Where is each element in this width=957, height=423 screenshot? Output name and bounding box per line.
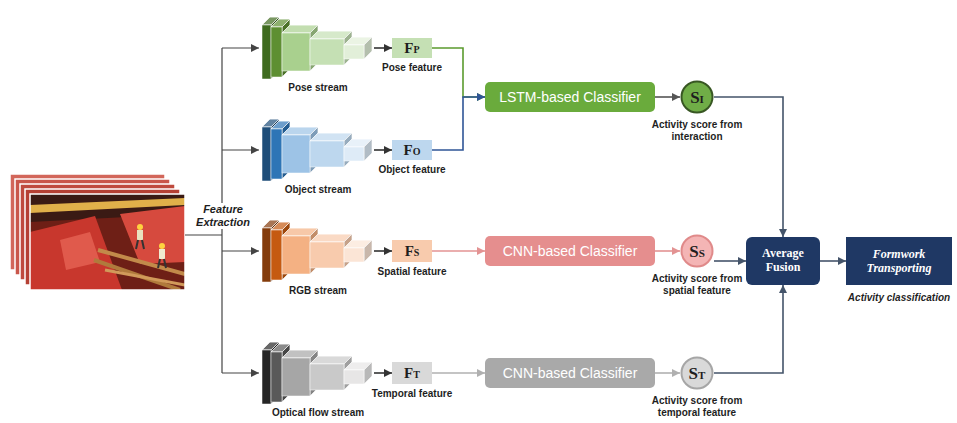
block-face [364,362,372,384]
connector [432,97,485,150]
feature-extraction-tree [185,48,259,373]
connector [374,47,392,49]
feature-symbol: FT [404,366,420,381]
block-face [262,25,271,79]
block-face [271,129,282,179]
fusion-box: Average Fusion [746,237,820,285]
block-face [364,37,372,59]
block-face [344,45,364,59]
result-box: Formwork TransportingActivity classifica… [846,237,952,285]
circle-shape [682,236,713,267]
connector [820,260,846,262]
block-face [310,364,344,390]
connector [714,285,783,373]
connector [714,97,783,237]
block-face [271,230,282,280]
classifier-box: CNN-based Classifier [485,358,655,388]
site-photo [30,194,185,290]
rgb-stream: RGB stream [262,220,374,282]
block-face [262,228,271,282]
circle-shape [682,358,713,389]
feature-label: Temporal feature [372,388,452,399]
block-face [282,358,310,396]
stage-label: Feature Extraction [194,203,252,229]
score-circle: SIActivity score from interaction [680,80,714,114]
stream-label: Object stream [285,184,352,195]
connector [432,372,485,374]
feature-box: FSSpatial feature [392,240,432,262]
cnn-block-icon [262,119,374,181]
score-label: Activity score from temporal feature [635,395,759,419]
pose-stream: Pose stream [262,17,374,79]
block-face [310,141,344,167]
block-face [364,240,372,262]
score-symbol: ST [689,365,706,382]
block-face [282,33,310,71]
result-name: Formwork Transporting [846,247,952,276]
object-stream: Object stream [262,119,374,181]
classifier-name: CNN-based Classifier [503,365,638,381]
optical-flow-stream: Optical flow stream [262,342,374,404]
cnn-block-icon [262,17,374,79]
classifier-box: LSTM-based Classifier [485,82,655,112]
stream-label: Optical flow stream [272,407,364,418]
cnn-block-icon [262,342,374,404]
feature-label: Pose feature [382,62,442,73]
score-circle: STActivity score from temporal feature [680,356,714,390]
block-face [344,147,364,161]
score-symbol: SS [689,243,705,260]
block-face [344,370,364,384]
block-face [282,236,310,274]
classifier-name: CNN-based Classifier [503,243,638,259]
block-face [271,27,282,77]
block-face [262,350,271,404]
connector [655,96,680,98]
block-face [282,135,310,173]
block-face [344,248,364,262]
feature-label: Spatial feature [378,266,447,277]
block-face [364,37,372,59]
block-face [364,240,372,262]
stream-label: RGB stream [289,285,347,296]
block-face [310,39,344,65]
result-label: Activity classification [848,292,950,303]
connector [432,250,485,252]
block-face [310,242,344,268]
feature-symbol: FP [404,41,419,56]
feature-box: FOObject feature [392,140,432,160]
cnn-block-icon [262,220,374,282]
score-circle: SSActivity score from spatial feature [680,234,714,268]
connector [655,250,680,252]
classifier-name: LSTM-based Classifier [499,89,641,105]
connector [374,372,392,374]
feature-box: FTTemporal feature [392,362,432,384]
block-face [364,139,372,161]
stream-label: Pose stream [288,82,347,93]
connector [374,250,392,252]
feature-box: FPPose feature [392,38,432,58]
feature-label: Object feature [378,164,445,175]
feature-symbol: FO [404,143,421,158]
frame-border [30,194,185,290]
block-face [271,352,282,402]
score-label: Activity score from interaction [635,119,759,143]
score-label: Activity score from spatial feature [635,273,759,297]
circle-shape [682,82,713,113]
block-face [364,139,372,161]
feature-symbol: FS [405,244,420,259]
connector [714,260,746,262]
classifier-box: CNN-based Classifier [485,236,655,266]
block-face [364,362,372,384]
connector [374,149,392,151]
score-symbol: SI [690,89,704,106]
connector [655,372,680,374]
fusion-name: Average Fusion [746,247,820,275]
block-face [262,127,271,181]
